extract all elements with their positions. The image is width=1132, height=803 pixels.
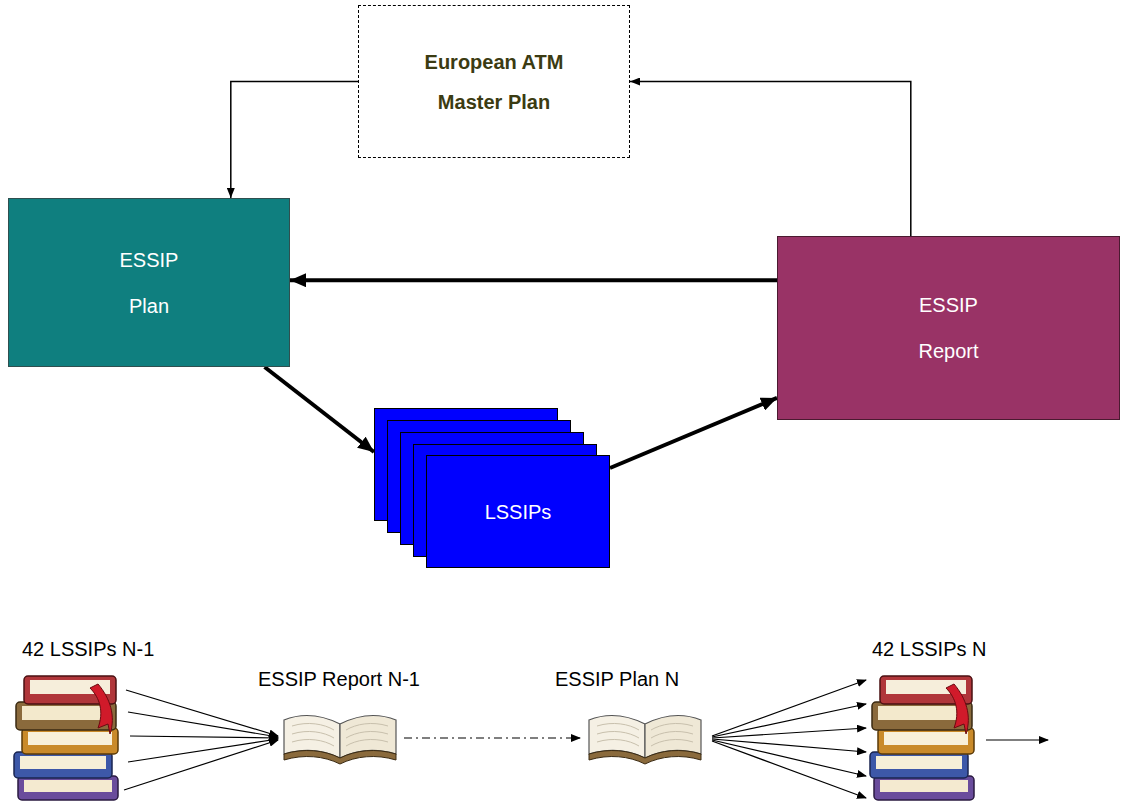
book-stack	[14, 676, 118, 800]
flow-arrow	[630, 82, 911, 237]
flow-arrow	[231, 82, 358, 199]
open-book	[589, 716, 701, 764]
process-box: ESSIP Report	[777, 236, 1120, 420]
caption-label: ESSIP Report N-1	[258, 668, 420, 691]
caption-label: ESSIP Plan N	[555, 668, 679, 691]
flow-arrow	[265, 367, 374, 452]
fan-out-arrows	[712, 680, 866, 798]
node-text: European ATM Master Plan	[414, 42, 574, 122]
book-stack	[870, 676, 974, 800]
node-text: LSSIPs	[485, 500, 552, 524]
caption-label: 42 LSSIPs N-1	[22, 638, 154, 661]
out-arrow	[986, 739, 1048, 740]
caption-label: 42 LSSIPs N	[872, 638, 987, 661]
front-sheet: LSSIPs	[426, 455, 610, 568]
fan-in-arrows	[124, 690, 278, 790]
open-book	[284, 716, 396, 764]
flow-arrow	[610, 398, 777, 468]
plan-box-dashed: European ATM Master Plan	[358, 5, 630, 158]
node-text: ESSIP Plan	[113, 237, 185, 329]
dash-dot-arrow	[404, 737, 580, 738]
flow-arrow	[290, 278, 777, 282]
document-stack: LSSIPs	[374, 408, 610, 568]
node-text: ESSIP Report	[907, 282, 991, 374]
process-box: ESSIP Plan	[8, 198, 290, 367]
